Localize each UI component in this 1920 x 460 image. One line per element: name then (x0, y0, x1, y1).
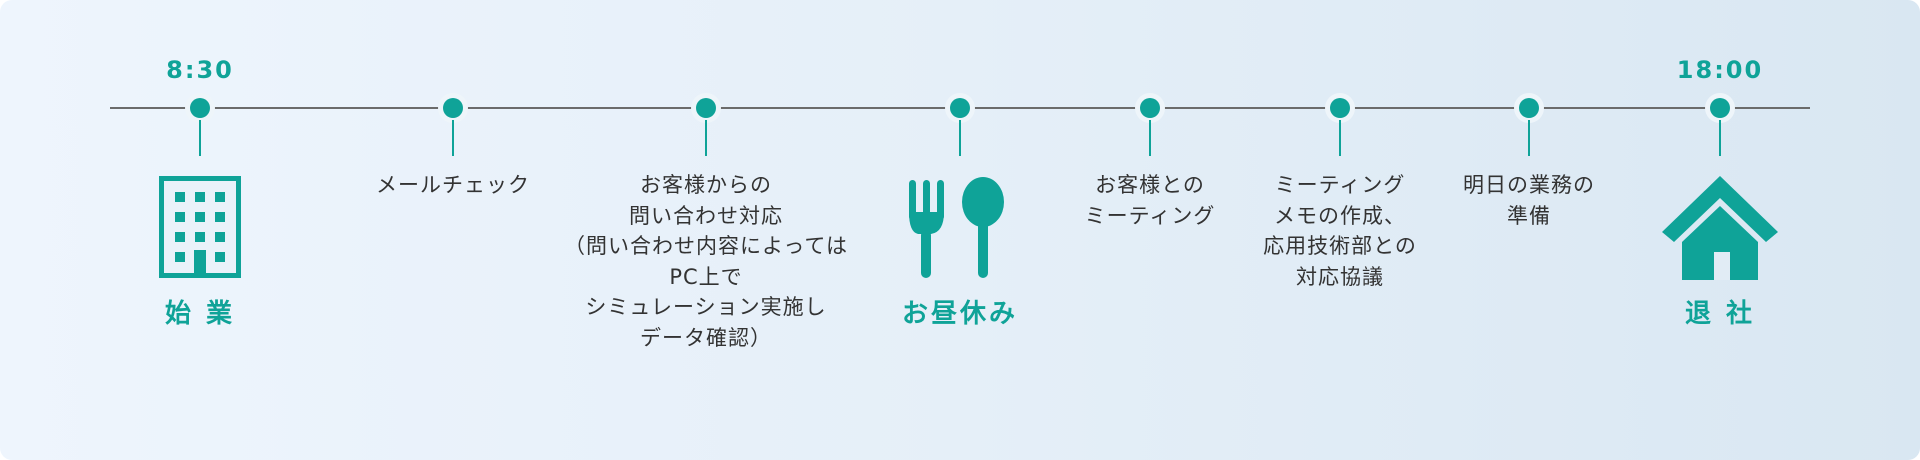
step-text: お客様からの 問い合わせ対応 （問い合わせ内容によっては PC上で シミュレーシ… (564, 173, 848, 350)
step-text: メールチェック (376, 173, 530, 197)
lunch-label: お昼休み (901, 299, 1018, 329)
timeline-dot (443, 98, 463, 118)
end-label: 退 社 (1684, 299, 1756, 329)
timeline-stem (705, 120, 707, 156)
office-building-icon (140, 176, 260, 286)
fork-spoon-icon (900, 176, 1020, 286)
timeline-dot (1140, 98, 1160, 118)
timeline-dot (696, 98, 716, 118)
start-label: 始 業 (164, 299, 236, 329)
step-text: お客様との ミーティング (1084, 173, 1216, 228)
timeline-stem (959, 120, 961, 156)
step-text: 明日の業務の 準備 (1463, 173, 1595, 228)
timeline-stem (1719, 120, 1721, 156)
house-icon (1660, 176, 1780, 286)
timeline-dot (1519, 98, 1539, 118)
step-text: ミーティング メモの作成、 応用技術部との 対応協議 (1263, 173, 1417, 289)
end-time: 18:00 (1676, 56, 1764, 84)
timeline-dot (190, 98, 210, 118)
timeline-stem (452, 120, 454, 156)
timeline-stem (199, 120, 201, 156)
start-time: 8:30 (166, 56, 234, 84)
timeline-dot (950, 98, 970, 118)
timeline-stem (1339, 120, 1341, 156)
timeline-stem (1149, 120, 1151, 156)
timeline-dot (1710, 98, 1730, 118)
timeline-dot (1330, 98, 1350, 118)
timeline-stem (1528, 120, 1530, 156)
